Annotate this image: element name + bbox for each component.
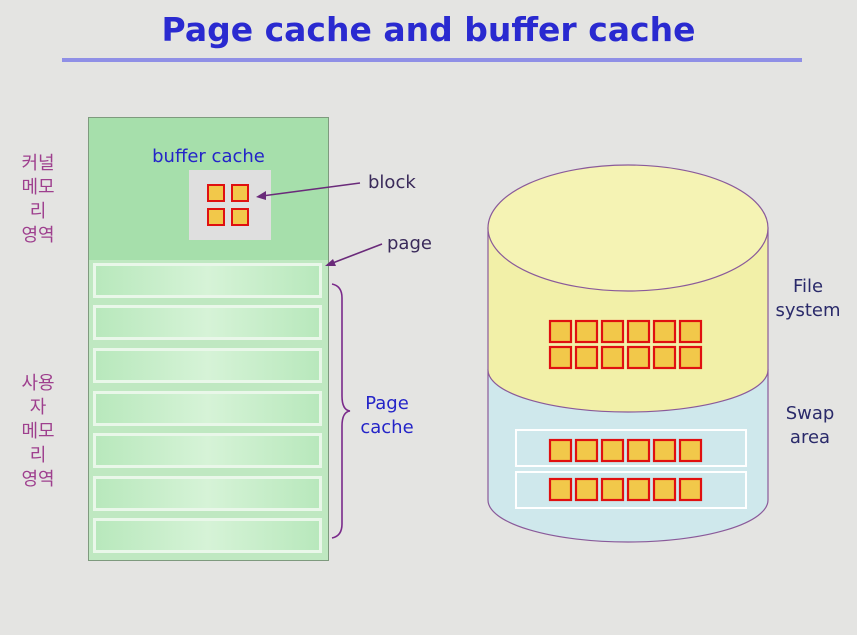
page-cache-label-line: Page xyxy=(365,393,409,414)
swap-slot xyxy=(515,471,747,509)
user-memory-label: 사용자 메모리 영역 xyxy=(14,372,62,492)
page-frame xyxy=(93,476,322,511)
page-frame xyxy=(93,518,322,553)
file-system-block xyxy=(652,319,677,344)
disk xyxy=(487,164,769,543)
user-memory-area xyxy=(89,260,328,560)
file-system-block xyxy=(626,319,651,344)
file-system-block xyxy=(574,345,599,370)
file-system-block xyxy=(574,319,599,344)
file-system-label: File system xyxy=(770,275,846,323)
page-frame xyxy=(93,305,322,340)
block-arrow xyxy=(261,182,361,197)
page-arrow xyxy=(329,243,383,265)
page-frame xyxy=(93,263,322,298)
swap-block xyxy=(652,477,677,502)
swap-block xyxy=(548,438,573,463)
swap-slot xyxy=(515,429,747,467)
page-frame xyxy=(93,433,322,468)
page-cache-label-line: cache xyxy=(360,417,414,438)
buffer-cache-label: buffer cache xyxy=(152,146,265,167)
swap-block xyxy=(548,477,573,502)
file-system-label-line: File xyxy=(792,276,824,297)
kernel-label-line: 영역 xyxy=(21,225,55,246)
disk-top xyxy=(487,164,769,292)
kernel-memory-label: 커널 메모리 영역 xyxy=(14,152,62,248)
swap-block xyxy=(600,477,625,502)
file-system-block xyxy=(678,319,703,344)
disk-blocks xyxy=(548,319,703,502)
buffer-cache xyxy=(189,170,271,240)
buffer-block xyxy=(207,184,225,202)
page-frame xyxy=(93,348,322,383)
swap-block xyxy=(574,477,599,502)
swap-block xyxy=(652,438,677,463)
file-system-label-line: system xyxy=(775,300,841,321)
swap-block xyxy=(626,438,651,463)
swap-area-label: Swap area xyxy=(774,402,846,450)
user-label-line: 영역 xyxy=(21,469,55,490)
file-system-block xyxy=(626,345,651,370)
swap-area-label-line: Swap xyxy=(785,403,835,424)
swap-block xyxy=(600,438,625,463)
swap-block xyxy=(574,438,599,463)
page-cache-brace xyxy=(331,283,351,539)
kernel-label-line: 커널 xyxy=(21,153,55,174)
file-system-block xyxy=(678,345,703,370)
physical-memory: buffer cache xyxy=(88,117,329,561)
file-system-block xyxy=(600,319,625,344)
user-label-line: 메모리 xyxy=(21,421,55,466)
page-cache-label: Page cache xyxy=(355,392,419,440)
page-title: Page cache and buffer cache xyxy=(161,10,696,49)
swap-area-label-line: area xyxy=(789,427,831,448)
page-arrow-head xyxy=(325,259,336,266)
file-system-block xyxy=(652,345,677,370)
page-label: page xyxy=(387,233,432,254)
page-frame xyxy=(93,391,322,426)
buffer-block xyxy=(231,184,249,202)
user-label-line: 사용자 xyxy=(21,373,55,418)
title-underline xyxy=(62,58,802,62)
file-system-block xyxy=(548,345,573,370)
block-label: block xyxy=(368,172,416,193)
buffer-block xyxy=(231,208,249,226)
file-system-block xyxy=(548,319,573,344)
swap-block xyxy=(678,438,703,463)
file-system-block xyxy=(600,345,625,370)
swap-block xyxy=(678,477,703,502)
block-arrow-head xyxy=(256,191,266,200)
swap-block xyxy=(626,477,651,502)
kernel-label-line: 메모리 xyxy=(21,177,55,222)
buffer-block xyxy=(207,208,225,226)
